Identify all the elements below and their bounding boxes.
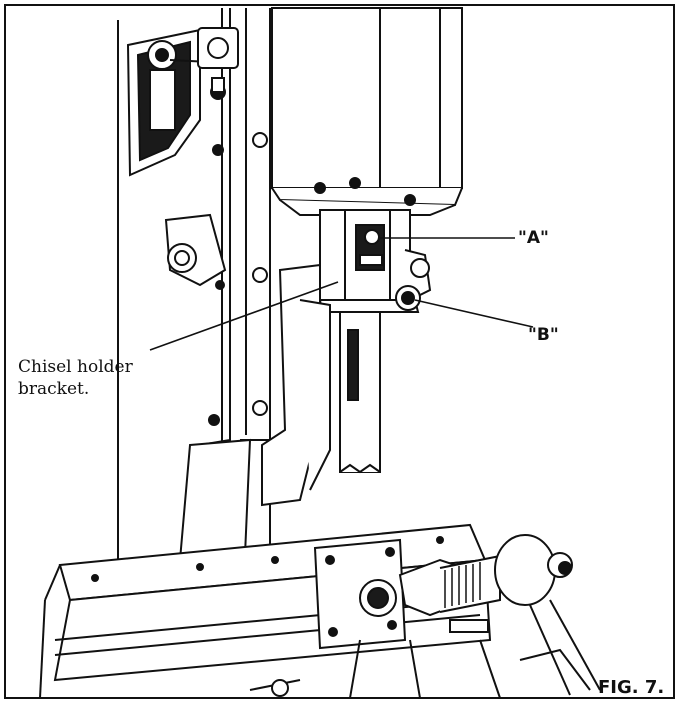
motor-housing (271, 7, 463, 216)
lead-screw (398, 534, 601, 696)
label-bracket: bracket. (18, 379, 89, 399)
figure-border (4, 4, 675, 699)
column-bolts (208, 132, 268, 426)
leader-lines (149, 237, 534, 351)
base-frame (249, 639, 591, 699)
chisel-shaft (339, 311, 381, 474)
lock-lever (126, 27, 239, 177)
leader-bracket (149, 281, 339, 351)
clamp-plate (313, 538, 407, 650)
guide-plate (178, 263, 331, 562)
chisel-holder-bracket (318, 209, 432, 313)
figure-caption: FIG. 7. (598, 677, 664, 698)
callout-b: "B" (528, 325, 559, 345)
column-bracket (164, 213, 227, 287)
leader-b (414, 299, 534, 328)
adjustment-knob-b (395, 258, 430, 311)
label-chisel-holder: Chisel holder (18, 357, 134, 377)
callout-a: "A" (518, 228, 549, 248)
